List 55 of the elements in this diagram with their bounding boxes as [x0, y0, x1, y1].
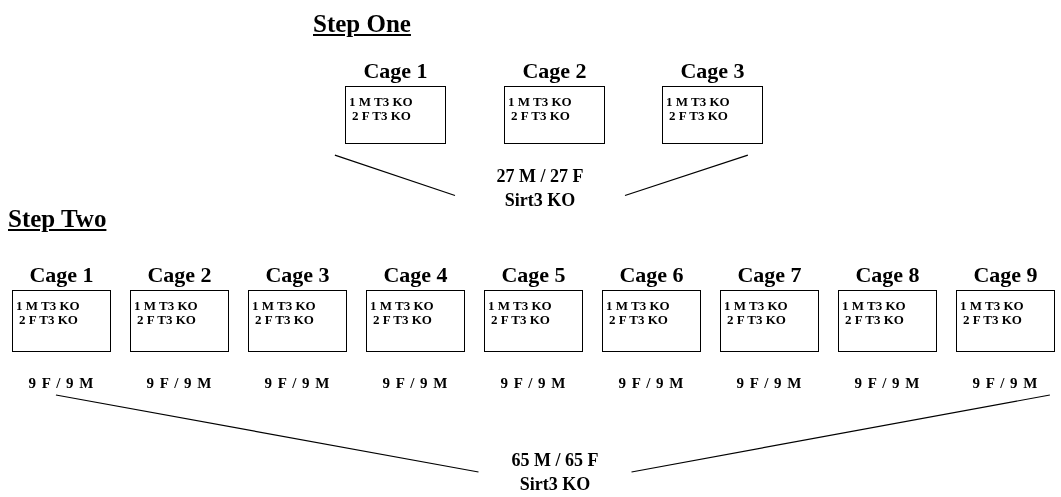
cage-contents-text: 1 M T3 KO — [960, 299, 1024, 313]
cage-label: Cage 3 — [265, 262, 330, 289]
cage-contents-text: 2 F T3 KO — [372, 313, 432, 327]
cage-contents-text: 2 F T3 KO — [608, 313, 668, 327]
total-count-text: 65 M / 65 F — [511, 449, 599, 472]
cage-contents-text: 2 F T3 KO — [510, 109, 570, 123]
cage-label: Cage 5 — [501, 262, 566, 289]
cage-contents-text: 1 M T3 KO — [842, 299, 906, 313]
cage-contents-text: 2 F T3 KO — [726, 313, 786, 327]
cage-contents-text: 2 F T3 KO — [668, 109, 728, 123]
step-heading: Step One — [313, 10, 411, 38]
cage-label: Cage 1 — [363, 58, 428, 85]
cage-contents-text: 2 F T3 KO — [844, 313, 904, 327]
total-count-text: Sirt3 KO — [519, 473, 591, 496]
connector-line — [630, 394, 1051, 473]
cage-label: Cage 3 — [680, 58, 745, 85]
cage-contents-text: 1 M T3 KO — [16, 299, 80, 313]
connector-line — [334, 154, 456, 197]
cage-label: Cage 9 — [973, 262, 1038, 289]
cage-label: Cage 7 — [737, 262, 802, 289]
group-count-text: 9 F / 9 M — [500, 374, 567, 393]
cage-contents-text: 1 M T3 KO — [134, 299, 198, 313]
total-count-text: 27 M / 27 F — [496, 165, 584, 188]
group-count-text: 9 F / 9 M — [618, 374, 685, 393]
step-heading: Step Two — [8, 205, 107, 233]
cage-contents-text: 2 F T3 KO — [254, 313, 314, 327]
cage-contents-text: 2 F T3 KO — [351, 109, 411, 123]
cage-contents-text: 1 M T3 KO — [349, 95, 413, 109]
connector-line — [55, 394, 480, 473]
total-count-text: Sirt3 KO — [504, 189, 576, 212]
cage-contents-text: 1 M T3 KO — [606, 299, 670, 313]
cage-contents-text: 2 F T3 KO — [18, 313, 78, 327]
cage-label: Cage 8 — [855, 262, 920, 289]
group-count-text: 9 F / 9 M — [972, 374, 1039, 393]
cage-contents-text: 2 F T3 KO — [490, 313, 550, 327]
group-count-text: 9 F / 9 M — [382, 374, 449, 393]
cage-label: Cage 2 — [147, 262, 212, 289]
cage-contents-text: 1 M T3 KO — [252, 299, 316, 313]
cage-contents-text: 2 F T3 KO — [136, 313, 196, 327]
cage-contents-text: 2 F T3 KO — [962, 313, 1022, 327]
cage-label: Cage 4 — [383, 262, 448, 289]
group-count-text: 9 F / 9 M — [28, 374, 95, 393]
cage-label: Cage 2 — [522, 58, 587, 85]
group-count-text: 9 F / 9 M — [146, 374, 213, 393]
cage-label: Cage 6 — [619, 262, 684, 289]
cage-contents-text: 1 M T3 KO — [508, 95, 572, 109]
cage-contents-text: 1 M T3 KO — [666, 95, 730, 109]
group-count-text: 9 F / 9 M — [736, 374, 803, 393]
cage-contents-text: 1 M T3 KO — [488, 299, 552, 313]
cage-contents-text: 1 M T3 KO — [370, 299, 434, 313]
cage-label: Cage 1 — [29, 262, 94, 289]
group-count-text: 9 F / 9 M — [264, 374, 331, 393]
connector-line — [624, 154, 749, 197]
cage-contents-text: 1 M T3 KO — [724, 299, 788, 313]
group-count-text: 9 F / 9 M — [854, 374, 921, 393]
